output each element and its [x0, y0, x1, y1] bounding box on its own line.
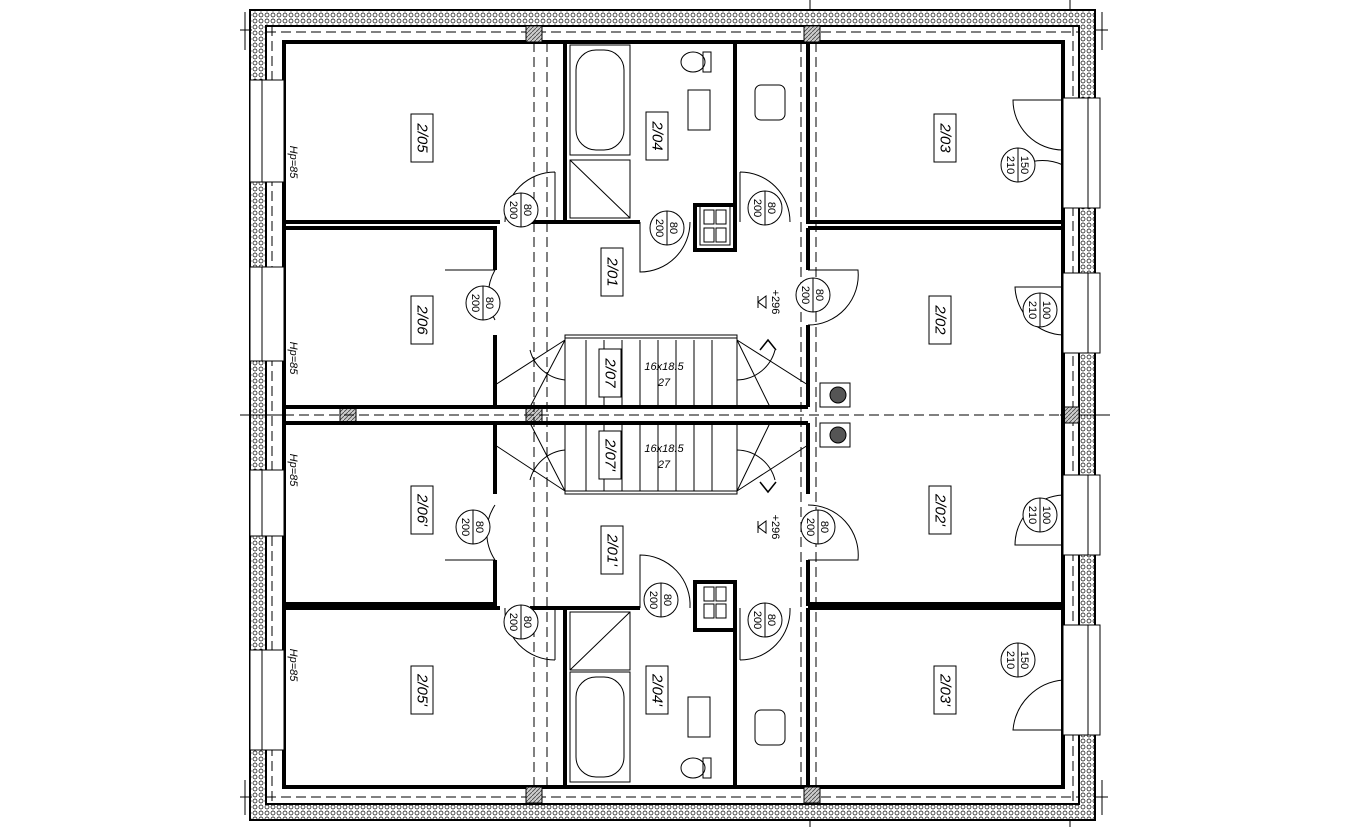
room-label-r201: 2/01	[600, 247, 624, 297]
door-width: 80	[483, 297, 495, 309]
door-height: 200	[459, 518, 471, 536]
door-width: 80	[813, 289, 825, 301]
room-label-r201p: 2/01'	[600, 525, 624, 575]
room-label-r202p: 2/02'	[928, 485, 952, 535]
door-height: 200	[804, 518, 816, 536]
room-label-r205p: 2/05'	[410, 665, 434, 715]
level-marker: +296	[757, 290, 781, 315]
level-icon	[757, 295, 767, 309]
stair-steps: 16x18.5	[644, 443, 684, 455]
door-width: 80	[521, 204, 533, 216]
windows	[249, 79, 1101, 751]
door-width: 80	[661, 594, 673, 606]
room-number: 2/06	[414, 304, 431, 335]
door-height: 210	[1004, 156, 1016, 174]
room-number: 2/04'	[649, 673, 666, 707]
room-number: 2/03'	[937, 673, 954, 707]
door-height: 200	[799, 286, 811, 304]
door-height: 200	[653, 219, 665, 237]
room-label-r206: 2/06	[410, 295, 434, 345]
room-number: 2/07'	[602, 438, 619, 472]
door-width: 80	[818, 521, 830, 533]
door-height: 200	[647, 591, 659, 609]
sill-height-label: Hp=85	[287, 649, 299, 683]
room-number: 2/05'	[414, 673, 431, 707]
door-height: 210	[1026, 506, 1038, 524]
stair-tread: 27	[657, 459, 671, 471]
door-height: 200	[507, 201, 519, 219]
door-width: 80	[765, 202, 777, 214]
room-number: 2/01	[604, 256, 621, 286]
room-number: 2/01'	[604, 533, 621, 567]
room-label-r205: 2/05	[410, 113, 434, 163]
exterior-walls	[240, 0, 1110, 827]
room-number: 2/07	[602, 357, 619, 388]
room-number: 2/04	[649, 120, 666, 150]
room-number: 2/02	[932, 304, 949, 335]
door-width: 80	[765, 614, 777, 626]
door-width: 150	[1018, 156, 1030, 174]
level-value: +296	[769, 515, 781, 540]
staircase	[494, 334, 809, 495]
door-height: 200	[507, 613, 519, 631]
bathroom-fixtures	[569, 44, 851, 783]
level-value: +296	[769, 290, 781, 315]
room-label-r204p: 2/04'	[645, 665, 669, 715]
interior-walls	[284, 42, 1065, 787]
door-width: 80	[473, 521, 485, 533]
door-width: 150	[1018, 651, 1030, 669]
room-label-r202: 2/02	[928, 295, 952, 345]
room-label-r207p: 2/07'	[598, 430, 622, 480]
sill-height-label: Hp=85	[287, 146, 299, 180]
door-height: 200	[469, 294, 481, 312]
door-height: 200	[751, 611, 763, 629]
level-marker: +296	[757, 515, 781, 540]
room-number: 2/05	[414, 122, 431, 153]
room-label-r206p: 2/06'	[410, 485, 434, 535]
door-height: 210	[1026, 301, 1038, 319]
stair-steps: 16x18.5	[644, 361, 684, 373]
door-height: 200	[751, 199, 763, 217]
door-width: 100	[1040, 301, 1052, 319]
door-width: 80	[521, 616, 533, 628]
room-number: 2/02'	[932, 493, 949, 527]
room-label-r203p: 2/03'	[933, 665, 957, 715]
sill-height-label: Hp=85	[287, 454, 299, 488]
door-width: 80	[667, 222, 679, 234]
room-number: 2/03	[937, 122, 954, 153]
columns	[339, 25, 1080, 804]
room-number: 2/06'	[414, 493, 431, 527]
stair-tread: 27	[657, 377, 671, 389]
room-label-r204: 2/04	[645, 111, 669, 161]
room-label-r207: 2/07	[598, 348, 622, 398]
level-icon	[757, 520, 767, 534]
door-width: 100	[1040, 506, 1052, 524]
sill-height-label: Hp=85	[287, 342, 299, 376]
room-label-r203: 2/03	[933, 113, 957, 163]
door-height: 210	[1004, 651, 1016, 669]
